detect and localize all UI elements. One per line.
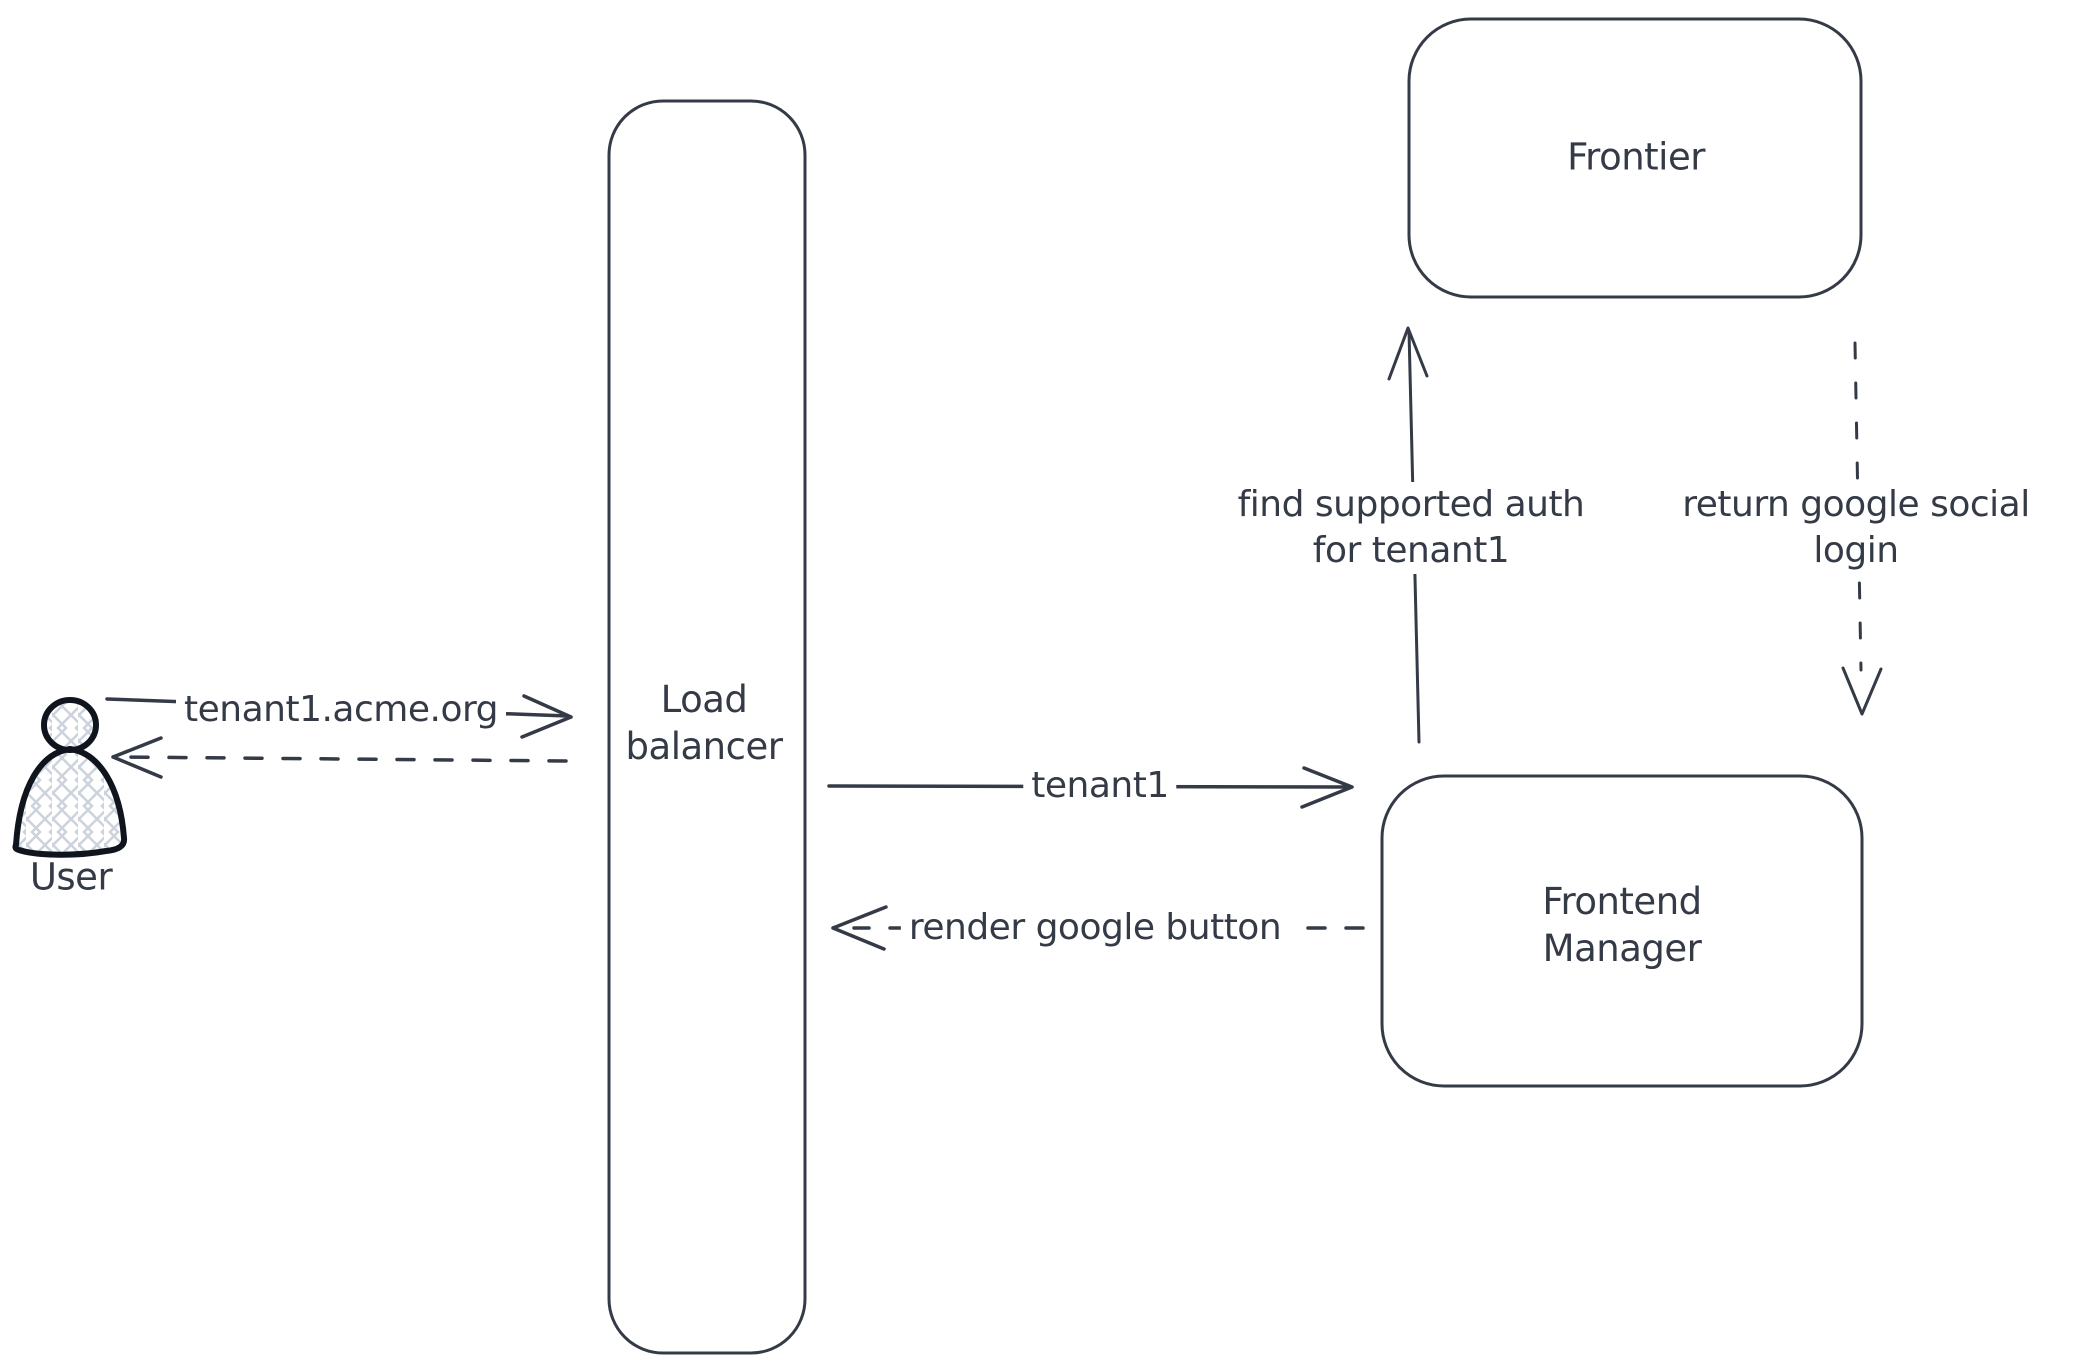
find-auth-label-line1: find supported auth [1237, 484, 1585, 525]
render-google-button-label: render google button [900, 905, 1290, 951]
find-auth-label: find supported auth for tenant1 [1229, 482, 1593, 574]
response-arrow [111, 736, 568, 779]
load-balancer-label: Load balancer [626, 676, 783, 770]
load-balancer-label-line1: Load [660, 678, 748, 721]
frontend-manager-label: Frontend Manager [1542, 878, 1702, 972]
find-auth-label-line2: for tenant1 [1312, 530, 1510, 571]
request-arrow-label: tenant1.acme.org [176, 687, 506, 733]
return-google-label-line2: login [1813, 530, 1899, 571]
frontend-manager-label-line1: Frontend [1542, 880, 1702, 923]
frontier-box [1407, 17, 1863, 299]
user-label: User [29, 855, 113, 899]
frontier-label: Frontier [1567, 135, 1705, 179]
return-google-label: return google social login [1674, 482, 2038, 574]
load-balancer-label-line2: balancer [625, 725, 783, 768]
person-icon [12, 697, 128, 858]
frontend-manager-box [1380, 774, 1864, 1088]
load-balancer-box [607, 99, 807, 1355]
tenant1-arrow-label: tenant1 [1023, 763, 1177, 809]
return-google-label-line1: return google social [1682, 484, 2030, 525]
frontend-manager-label-line2: Manager [1542, 927, 1702, 970]
